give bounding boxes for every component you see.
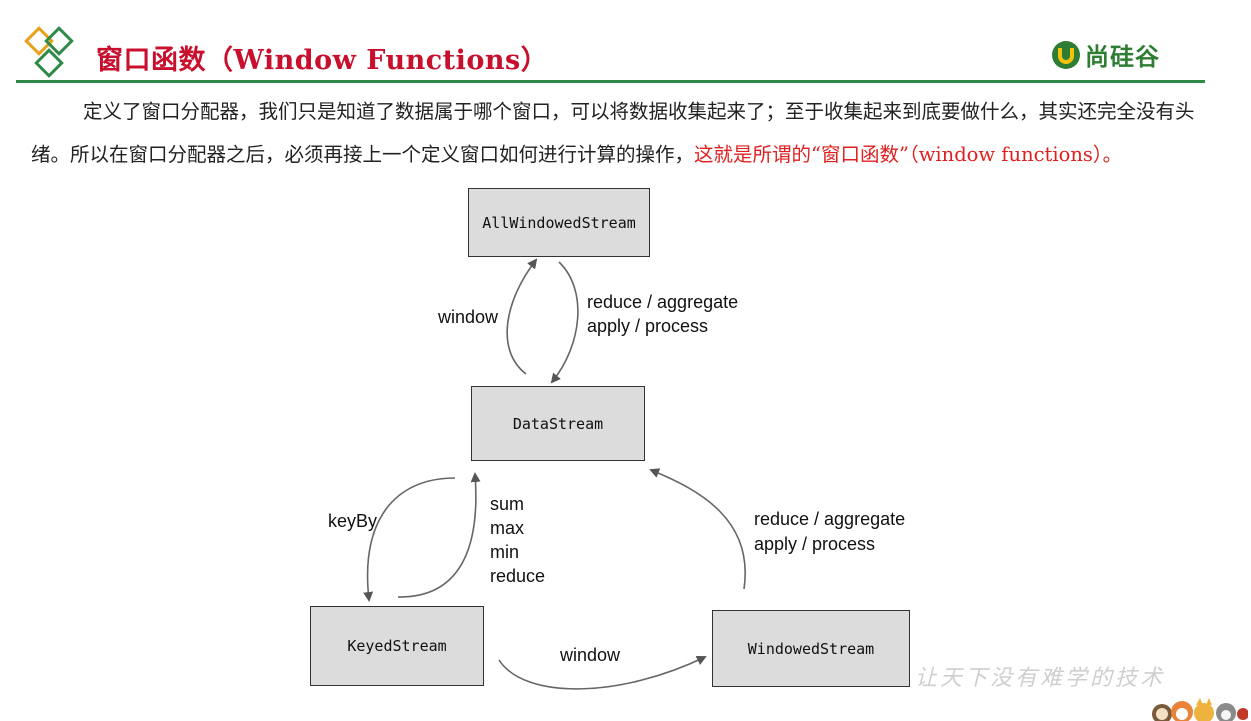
- edge-label-min: min: [490, 542, 520, 562]
- node-all-windowed-stream: AllWindowedStream: [468, 188, 650, 257]
- intro-paragraph: 定义了窗口分配器，我们只是知道了数据属于哪个窗口，可以将数据收集起来了；至于收集…: [31, 90, 1211, 176]
- intro-text: 定义了窗口分配器，我们只是知道了数据属于哪个窗口，可以将数据收集起来了；至于收集…: [31, 100, 1195, 166]
- edge-keyed-to-data: [397, 472, 481, 598]
- diamond-logo-icon: [24, 26, 74, 78]
- edge-label-reduce-aggregate-right: reduce / aggregate: [754, 509, 906, 529]
- u-logo-icon: [1052, 40, 1080, 69]
- edge-label-max: max: [490, 518, 525, 538]
- node-data-stream: DataStream: [471, 386, 645, 461]
- header-divider: [16, 80, 1205, 83]
- intro-highlight: 这就是所谓的“窗口函数”（window functions）。: [694, 143, 1123, 166]
- edge-label-window-bottom: window: [560, 645, 621, 665]
- brand-logo: 尚硅谷: [1051, 37, 1160, 72]
- node-windowed-stream: WindowedStream: [712, 610, 910, 687]
- edge-keyed-to-windowed: [498, 655, 707, 690]
- edge-label-apply-process-right: apply / process: [754, 534, 876, 554]
- edge-windowed-to-data: [649, 468, 746, 590]
- edge-data-to-all: [506, 258, 538, 375]
- edge-all-to-data: [550, 261, 579, 384]
- mascot-animals-icon: [1152, 698, 1248, 721]
- brand-name: 尚硅谷: [1085, 43, 1160, 71]
- edge-label-sum: sum: [490, 494, 525, 514]
- edge-label-reduce: reduce: [490, 566, 546, 586]
- node-keyed-stream: KeyedStream: [310, 606, 484, 686]
- edge-label-window-top: window: [438, 307, 499, 327]
- watermark-slogan: 让天下没有难学的技术: [915, 666, 1166, 691]
- edge-data-to-keyed: [363, 477, 456, 602]
- edge-label-keyby: keyBy: [328, 511, 378, 531]
- edge-label-reduce-aggregate-top: reduce / aggregate: [587, 292, 739, 312]
- page-title: 窗口函数（Window Functions）: [96, 45, 549, 76]
- edge-label-apply-process-top: apply / process: [587, 316, 709, 336]
